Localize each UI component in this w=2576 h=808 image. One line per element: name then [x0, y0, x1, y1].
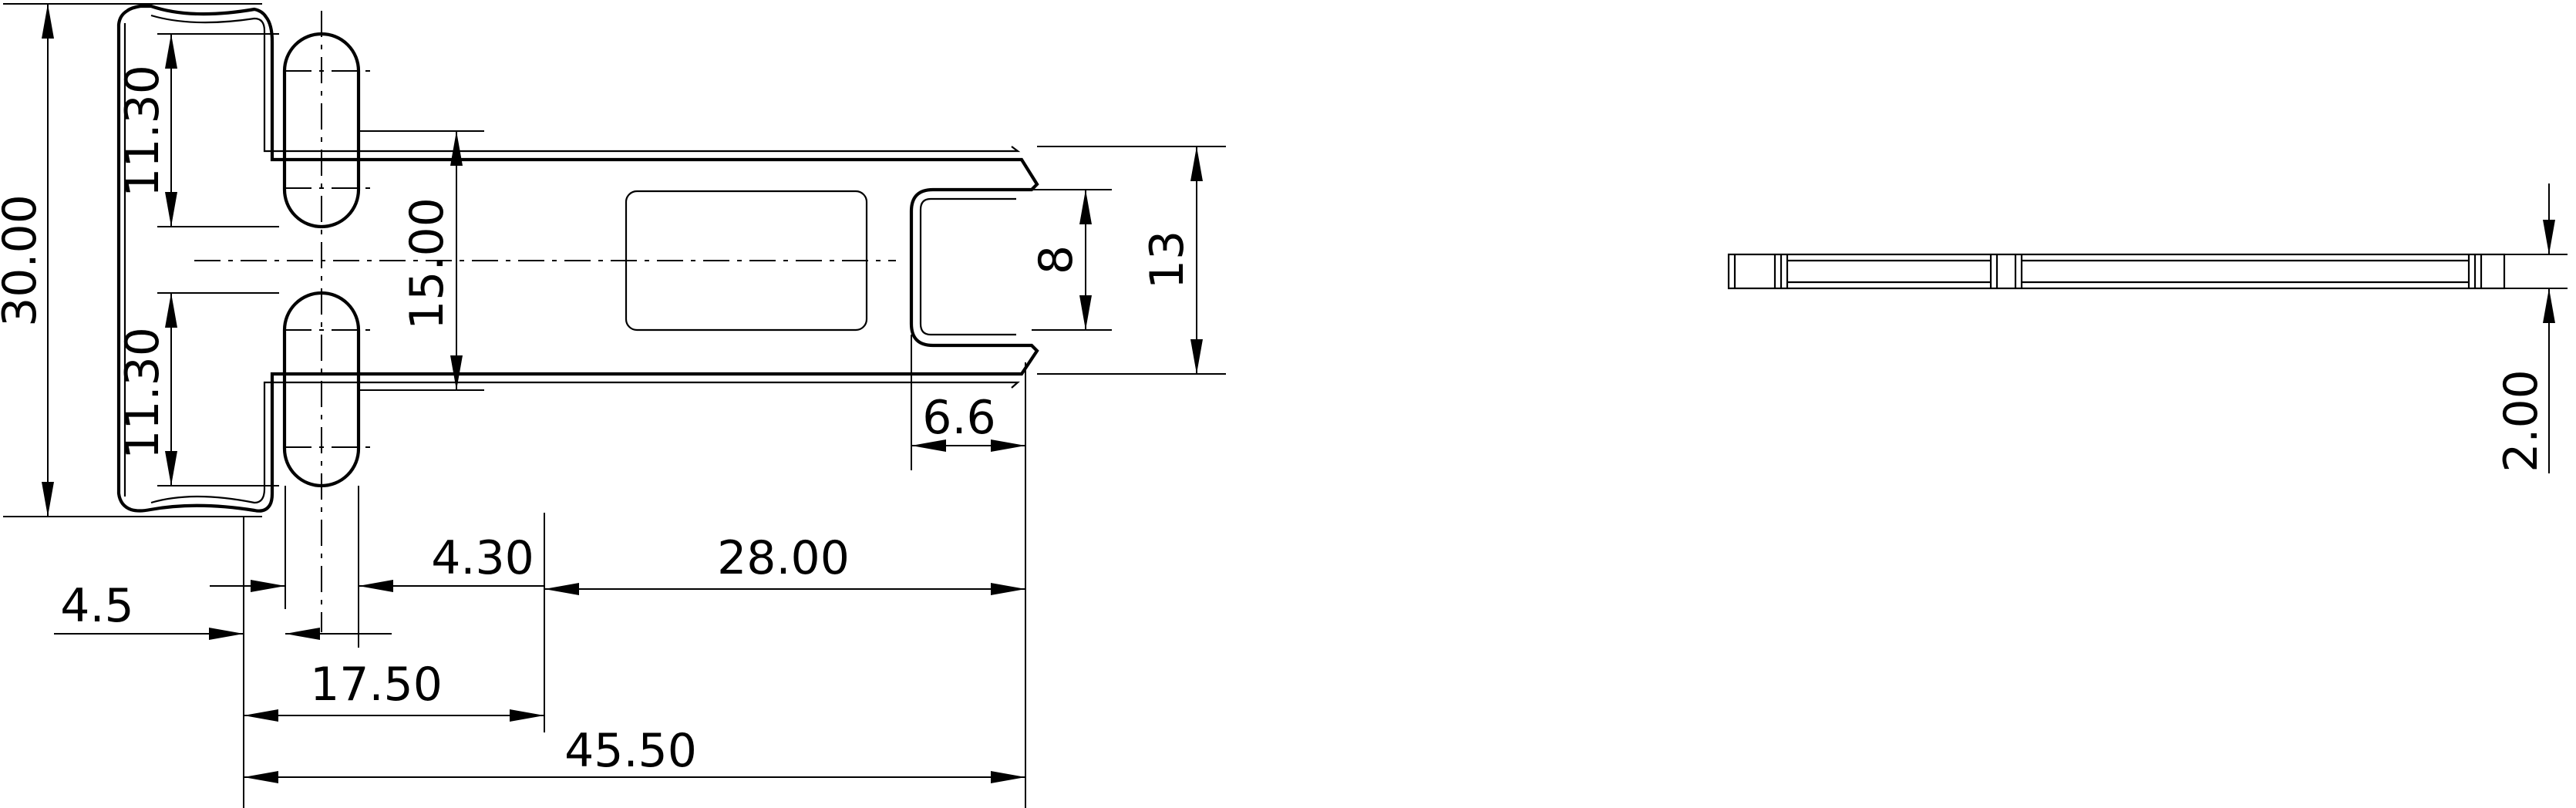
dim-tongue-length: 28.00	[717, 531, 850, 585]
arrow	[991, 439, 1025, 452]
arrow	[1079, 295, 1092, 330]
arrow	[544, 583, 579, 595]
arrow	[209, 628, 244, 640]
side-body	[1727, 253, 2506, 290]
arrow	[2543, 288, 2555, 323]
arrow	[991, 583, 1025, 595]
dim-slot-pitch: 15.00	[400, 197, 454, 330]
arrow	[285, 628, 320, 640]
dim-slot-lower: 11.30	[116, 327, 170, 460]
arrow	[1079, 190, 1092, 224]
arrow	[244, 709, 278, 722]
dim-edge-to-slot: 4.5	[60, 579, 133, 633]
dim-slot-upper: 11.30	[116, 65, 170, 197]
arrow	[1190, 146, 1203, 181]
dim-slot-width: 8	[1029, 245, 1083, 274]
arrow	[251, 580, 285, 592]
arrow	[42, 4, 54, 39]
arrow	[244, 771, 278, 783]
dim-tongue-offset: 4.30	[431, 531, 534, 585]
arrow	[510, 709, 544, 722]
arrow	[165, 293, 177, 328]
plan-view: 30.00 11.30 11.30 15.00 8 13 6.6	[0, 3, 1226, 808]
dim-tip-depth: 6.6	[922, 391, 995, 445]
side-view: 2.00	[1727, 183, 2568, 473]
arrow	[911, 439, 946, 452]
dim-head-width: 17.50	[310, 658, 443, 712]
arrow	[991, 771, 1025, 783]
arrow	[1190, 339, 1203, 374]
part-outline	[116, 4, 1039, 513]
arrow	[42, 482, 54, 517]
inner-edge	[150, 14, 1021, 153]
dim-thickness: 2.00	[2494, 369, 2548, 473]
dim-overall-height: 30.00	[0, 194, 47, 327]
arrow	[165, 192, 177, 227]
arrow	[450, 355, 463, 390]
arrow	[165, 451, 177, 486]
arrow	[2543, 220, 2555, 254]
arrow	[450, 131, 463, 166]
dim-overall-length: 45.50	[564, 724, 697, 778]
arrow	[165, 34, 177, 69]
arrow	[359, 580, 393, 592]
dim-tongue-height: 13	[1140, 231, 1194, 289]
tip-inner	[919, 197, 1016, 336]
inner-edge-lower	[150, 381, 1020, 504]
